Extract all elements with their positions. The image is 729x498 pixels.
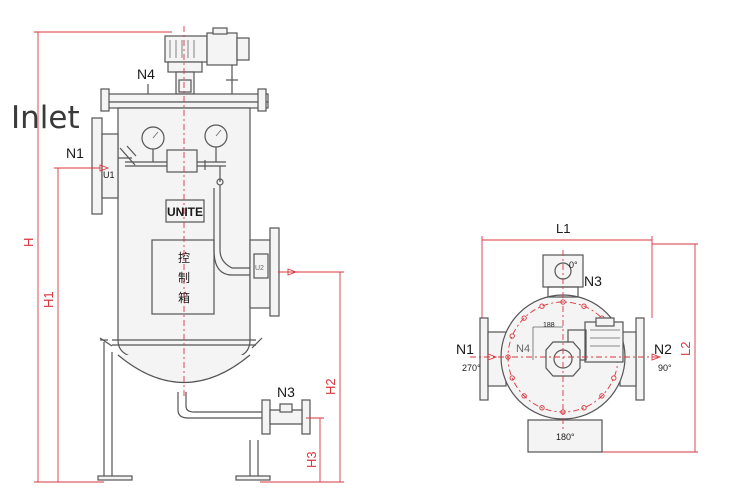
top-n3-label: N3 [584, 273, 602, 289]
bolt-hole [539, 405, 545, 411]
bolt-hole [581, 405, 587, 411]
outlet-nozzle [249, 227, 280, 317]
side-n1-label: N1 [66, 145, 84, 161]
drain-pipe [177, 392, 311, 435]
side-u1-label: U1 [103, 170, 115, 180]
motor-top [584, 321, 624, 363]
bolt-hole [521, 393, 527, 399]
top-flange [100, 88, 269, 112]
side-n4-label: N4 [137, 66, 155, 82]
inlet-valve [118, 145, 137, 166]
brand-plate: UNITE [165, 199, 205, 223]
side-n3-label: N3 [277, 384, 295, 400]
right-nozzle [635, 317, 645, 401]
bolt-hole [611, 375, 617, 381]
top-n4-label: N4 [516, 343, 530, 355]
left-nozzle [479, 317, 489, 401]
motor-assembly [147, 27, 250, 95]
bolt-hole [581, 303, 587, 309]
top-angle-270: 270° [462, 363, 481, 373]
top-angle-0: 0° [569, 260, 578, 270]
top-n1-label: N1 [456, 341, 474, 357]
support-legs [97, 337, 271, 481]
control-box-char-1: 控 [178, 251, 190, 265]
bottom-pad [527, 419, 603, 453]
bolt-hole [560, 299, 566, 305]
side-u2-label: U2 [255, 265, 264, 272]
dim-h2-label: H2 [323, 378, 338, 395]
top-dim-188: 188 [543, 322, 555, 329]
control-box: 控 制 箱 [151, 239, 215, 315]
side-view: UNITE 控 制 箱 [21, 26, 344, 483]
dim-l2-label: L2 [678, 342, 693, 356]
dim-h3-label: H3 [304, 451, 319, 468]
dim-l1-label: L1 [556, 221, 570, 236]
bolt-hole [539, 303, 545, 309]
dim-h-label: H [21, 238, 36, 247]
bolt-hole [509, 375, 515, 381]
side-dimensions [34, 31, 344, 483]
bolt-hole [509, 333, 515, 339]
bolt-hole [521, 315, 527, 321]
pressure-gauges [141, 124, 228, 162]
dim-h1-label: H1 [41, 291, 56, 308]
top-angle-90: 90° [658, 363, 672, 373]
bolt-hole [505, 354, 511, 360]
top-n2-label: N2 [654, 341, 672, 357]
top-angle-180: 180° [556, 432, 575, 442]
bolt-hole [599, 393, 605, 399]
inlet-nozzle [91, 117, 119, 215]
inlet-overlay-label: Inlet [11, 100, 80, 136]
top-view: L1 L2 [456, 221, 698, 453]
brand-label: UNITE [167, 205, 203, 219]
